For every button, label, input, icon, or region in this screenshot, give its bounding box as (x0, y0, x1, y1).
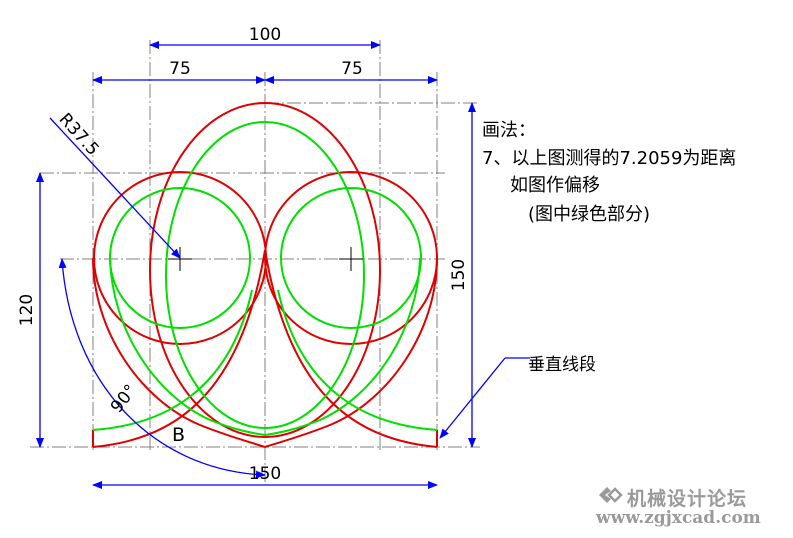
dim-angle: 90° (107, 381, 141, 417)
original-curves (92, 102, 438, 448)
dimension-texts: 100 75 75 150 120 150 R37.5 90° B (17, 25, 469, 484)
note-green-part: (图中绿色部分) (528, 204, 651, 225)
left-offset-outer-arc (109, 257, 266, 436)
dim-left-height: 120 (17, 294, 37, 326)
callout-arrow (439, 357, 506, 439)
note-offset-instruction: 如图作偏移 (510, 175, 600, 196)
right-offset-outer-arc (264, 257, 421, 436)
dim-angle-arc (58, 258, 266, 479)
dim-bottom-width: 150 (249, 464, 281, 484)
note-heading: 画法： (482, 120, 536, 141)
dimension-lines (36, 41, 530, 489)
point-label-b: B (172, 424, 185, 446)
dim-radius-leader (49, 117, 181, 259)
callout-vertical-segment: 垂直线段 (528, 355, 596, 375)
watermark-title: 机械设计论坛 (627, 488, 748, 510)
watermark-logo-icon (599, 487, 623, 503)
dim-radius: R37.5 (55, 110, 103, 160)
watermark-url: www.zgjxcad.com (596, 508, 761, 528)
right-crossing-arc (264, 249, 438, 448)
dim-right-offset: 75 (341, 59, 363, 79)
right-offset-circle (280, 187, 422, 329)
dim-right-height: 150 (449, 259, 469, 291)
right-outer-arc (264, 257, 438, 448)
note-step-7: 7、以上图测得的7.2059为距离 (482, 148, 737, 169)
centerlines (30, 40, 480, 485)
dim-left-offset: 75 (169, 59, 191, 79)
right-offset-crossing-arc (277, 289, 438, 431)
dim-top-width: 100 (249, 25, 281, 45)
